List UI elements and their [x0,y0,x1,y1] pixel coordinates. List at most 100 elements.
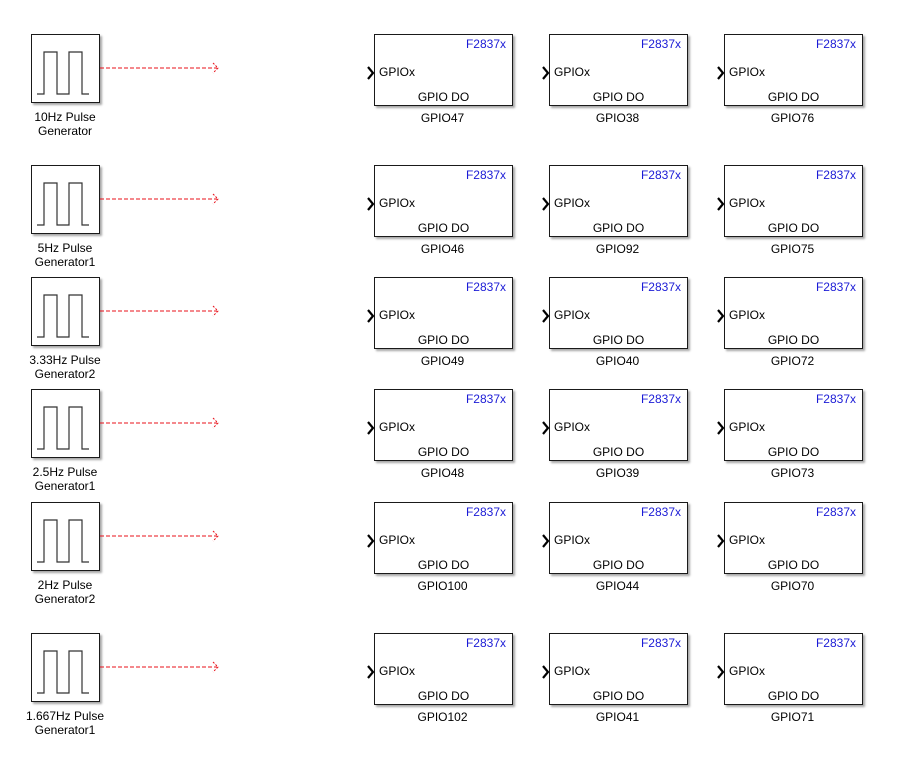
input-port-chevron-icon[interactable] [367,665,375,679]
block-type-label: GPIO DO [767,90,820,104]
input-port-chevron-icon[interactable] [367,66,375,80]
unconnected-signal-line[interactable] [100,417,225,429]
pulse-label-line2: Generator2 [34,592,96,606]
gpio-block-name[interactable]: GPIO73 [770,466,815,480]
gpio-block-name[interactable]: GPIO39 [595,466,640,480]
input-port-label: GPIOx [554,196,591,210]
unconnected-signal-line[interactable] [100,661,225,673]
input-port-chevron-icon[interactable] [717,66,725,80]
input-port-label: GPIOx [554,420,591,434]
pulse-label-line2: Generator [37,124,93,138]
block-type-label: GPIO DO [417,445,470,459]
pulse-generator-block[interactable] [31,502,100,571]
chip-label: F2837x [640,168,681,182]
input-port-chevron-icon[interactable] [367,197,375,211]
input-port-chevron-icon[interactable] [367,421,375,435]
input-port-chevron-icon[interactable] [542,309,550,323]
block-type-label: GPIO DO [767,558,820,572]
input-port-chevron-icon[interactable] [717,197,725,211]
input-port-chevron-icon[interactable] [542,66,550,80]
gpio-block-name[interactable]: GPIO75 [770,242,815,256]
pulse-generator-block[interactable] [31,165,100,234]
input-port-chevron-icon[interactable] [717,309,725,323]
input-port-chevron-icon[interactable] [717,421,725,435]
gpio-block-name[interactable]: GPIO70 [770,579,815,593]
pulse-generator-block[interactable] [31,389,100,458]
gpio-block-name[interactable]: GPIO102 [417,710,468,724]
block-type-label: GPIO DO [592,445,645,459]
chip-label: F2837x [640,280,681,294]
pulse-generator-block[interactable] [31,277,100,346]
input-port-chevron-icon[interactable] [367,534,375,548]
unconnected-signal-line[interactable] [100,193,225,205]
input-port-label: GPIOx [379,65,416,79]
chip-label: F2837x [815,168,856,182]
arrowhead-icon [212,193,219,205]
input-port-chevron-icon[interactable] [542,421,550,435]
input-port-chevron-icon[interactable] [542,534,550,548]
input-port-chevron-icon[interactable] [717,665,725,679]
gpio-block-name[interactable]: GPIO72 [770,354,815,368]
input-port-label: GPIOx [554,308,591,322]
unconnected-signal-line[interactable] [100,62,225,74]
input-port-chevron-icon[interactable] [717,534,725,548]
gpio-block-name[interactable]: GPIO71 [770,710,815,724]
input-port-chevron-icon[interactable] [542,665,550,679]
gpio-block-name[interactable]: GPIO76 [770,111,815,125]
input-port-chevron-icon[interactable] [542,197,550,211]
gpio-block-name[interactable]: GPIO41 [595,710,640,724]
chip-label: F2837x [815,280,856,294]
input-port-label: GPIOx [729,533,766,547]
gpio-block-name[interactable]: GPIO38 [595,111,640,125]
pulse-label-line2: Generator1 [34,479,96,493]
chip-label: F2837x [815,392,856,406]
pulse-wave-icon [37,406,89,450]
input-port-chevron-icon[interactable] [367,309,375,323]
gpio-block-name[interactable]: GPIO40 [595,354,640,368]
arrowhead-icon [212,305,219,317]
pulse-generator-block[interactable] [31,633,100,702]
pulse-wave-icon [37,182,89,226]
chip-label: F2837x [815,636,856,650]
gpio-block-name[interactable]: GPIO46 [420,242,465,256]
input-port-label: GPIOx [379,196,416,210]
gpio-block-name[interactable]: GPIO100 [417,579,468,593]
gpio-block-name[interactable]: GPIO48 [420,466,465,480]
unconnected-signal-line[interactable] [100,530,225,542]
chip-label: F2837x [465,168,506,182]
gpio-block-name[interactable]: GPIO47 [420,111,465,125]
gpio-block-name[interactable]: GPIO44 [595,579,640,593]
gpio-block-name[interactable]: GPIO92 [595,242,640,256]
pulse-generator-block[interactable] [31,34,100,103]
input-port-label: GPIOx [379,664,416,678]
block-type-label: GPIO DO [417,333,470,347]
block-type-label: GPIO DO [767,689,820,703]
gpio-block-name[interactable]: GPIO49 [420,354,465,368]
pulse-wave-icon [37,294,89,338]
unconnected-signal-line[interactable] [100,305,225,317]
